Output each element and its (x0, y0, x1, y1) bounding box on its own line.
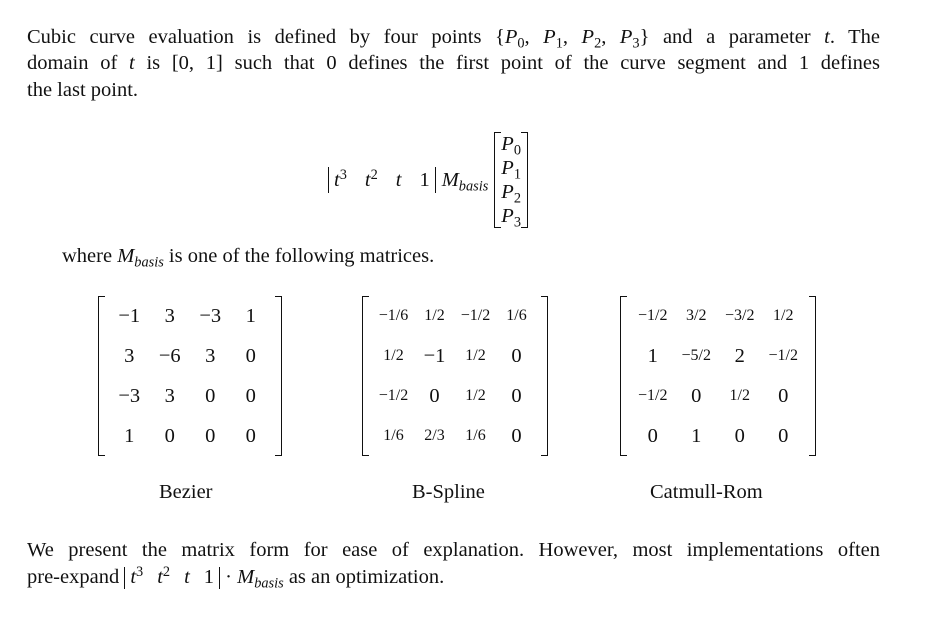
matrix-entry: 3 (124, 344, 135, 367)
matrix-entry: 0 (245, 344, 256, 367)
matrix-entry: 1/6 (465, 427, 486, 444)
text: } and a parameter (639, 26, 825, 48)
math: t (824, 26, 830, 48)
math: t3 (334, 166, 347, 191)
matrix-entry: 1/2 (383, 347, 404, 364)
math: P (543, 26, 556, 48)
matrix-entry: 0 (511, 424, 522, 447)
matrix-entry: 1/2 (773, 307, 794, 324)
matrix-entry: 2 (734, 344, 745, 367)
matrix-entry: 0 (734, 424, 745, 447)
text: Cubic curve evaluation is defined by fou… (27, 26, 505, 48)
matrix-entry: −6 (158, 344, 181, 367)
matrix-entry: 0 (429, 384, 440, 407)
bspline-label: B-Spline (412, 481, 485, 503)
matrix-entry: 0 (164, 424, 175, 447)
matrix-entry: −3 (199, 304, 222, 327)
math: P (581, 26, 595, 48)
intro-line-1: Cubic curve evaluation is defined by fou… (27, 26, 881, 52)
matrix-entry: −3 (118, 384, 141, 407)
matrix-entry: 0 (691, 384, 702, 407)
math: 0 (517, 35, 525, 52)
matrix-entry: −1/6 (378, 307, 409, 324)
catmull-rom-label: Catmull-Rom (650, 481, 763, 503)
math: t (129, 52, 135, 74)
where-line: where Mbasis is one of the following mat… (62, 245, 435, 271)
matrix-entry: 1 (647, 344, 658, 367)
matrix-entry: −1 (118, 304, 141, 327)
matrix-entry: 0 (511, 384, 522, 407)
math: 3 (632, 35, 640, 52)
matrix-entry: 3 (164, 304, 175, 327)
matrix-entry: 1/6 (383, 427, 404, 444)
math: 1 (555, 35, 563, 52)
intro-line-2: domain of t is [0, 1] such that 0 define… (27, 52, 880, 75)
matrix-entry: 3 (164, 384, 175, 407)
matrix-entry: −5/2 (681, 347, 711, 364)
matrix-entry: 1 (691, 424, 702, 447)
matrix-entry: −1 (423, 344, 446, 367)
text: is [0, 1] such that 0 defines the first … (134, 52, 880, 74)
matrix-entry: 0 (511, 344, 522, 367)
math: 1 (419, 168, 430, 191)
matrix-entry: −1/2 (638, 307, 668, 324)
matrix-entry: 0 (778, 424, 789, 447)
math: P (619, 26, 633, 48)
matrix-entry: 1/2 (465, 347, 486, 364)
bezier-matrix: −1 3 −3 1 3 −6 3 0 −3 3 0 0 1 0 0 0 (98, 296, 282, 456)
matrix-entry: −1/2 (768, 347, 798, 364)
matrix-entry: −1/2 (460, 307, 491, 324)
parameter-row-vector: t3 t2 t 1 (328, 167, 436, 193)
matrix-entry: 0 (647, 424, 658, 447)
m-basis: Mbasis (441, 168, 489, 194)
matrix-entry: 1/2 (424, 307, 445, 324)
math: t (395, 168, 402, 191)
matrix-entry: 2/3 (424, 427, 445, 444)
text: domain of (27, 52, 130, 74)
matrix-entry: −1/2 (638, 387, 668, 404)
equation: t3 t2 t 1 Mbasis P0 P1 P2 P3 (328, 128, 528, 232)
matrix-entry: 3/2 (686, 307, 707, 324)
matrix-entry: 1/2 (729, 387, 750, 404)
matrix-entry: 1/2 (465, 387, 486, 404)
bezier-label: Bezier (159, 481, 213, 503)
math: P (504, 26, 518, 48)
matrix-entry: 3 (205, 344, 216, 367)
control-point-vector: P0 P1 P2 P3 (494, 132, 528, 229)
matrix-entry: 1 (124, 424, 135, 447)
matrix-entry: 1/6 (506, 307, 527, 324)
matrix-entry: 1 (245, 304, 256, 327)
matrix-entry: 0 (205, 384, 216, 407)
catmull-rom-matrix: −1/2 3/2 −3/2 1/2 1 −5/2 2 −1/2 −1/2 0 1/2 0 0 1 0 0 (620, 296, 816, 456)
matrix-entry: 0 (245, 424, 256, 447)
outro-line-1: We present the matrix form for ease of e… (27, 539, 880, 561)
matrix-entry: −3/2 (725, 307, 755, 324)
math: t2 (364, 166, 378, 191)
math: 2 (594, 35, 602, 52)
matrix-entry: 0 (778, 384, 789, 407)
matrix-entry: 0 (205, 424, 216, 447)
matrix-entry: −1/2 (378, 387, 409, 404)
matrix-entry: 0 (245, 384, 256, 407)
bspline-matrix: −1/6 1/2 −1/2 1/6 1/2 −1 1/2 0 −1/2 0 1/2 0 1/6 2/3 1/… (362, 296, 548, 456)
intro-line-3: the last point. (27, 79, 139, 101)
text: . The (829, 26, 881, 48)
